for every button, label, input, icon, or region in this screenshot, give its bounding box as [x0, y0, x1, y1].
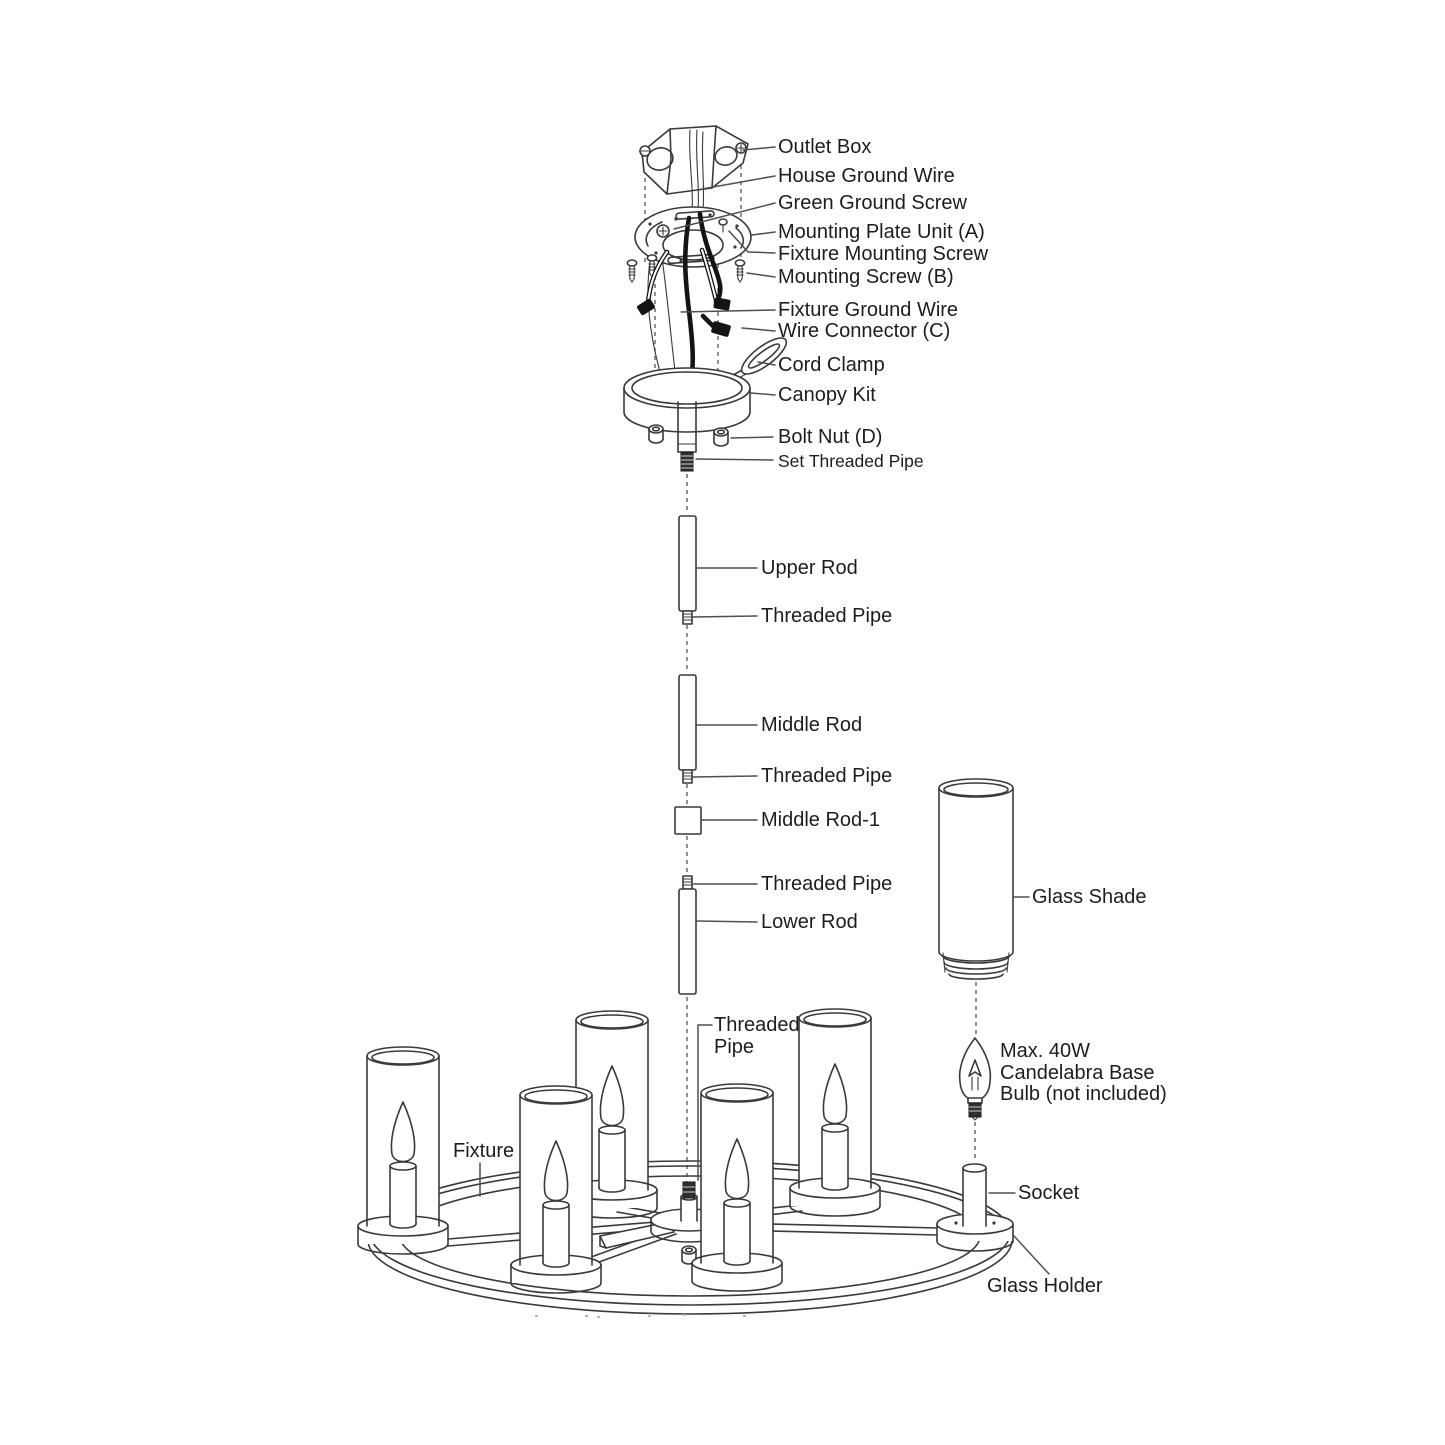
set-threaded-pipe-drawing: [680, 451, 694, 472]
label-threaded-pipe-1: Threaded Pipe: [761, 605, 893, 627]
label-glass-holder: Glass Holder: [987, 1275, 1103, 1297]
label-lower-rod: Lower Rod: [761, 911, 858, 933]
label-fixture: Fixture: [453, 1140, 515, 1162]
label-cord-clamp: Cord Clamp: [778, 354, 885, 376]
label-threaded-pipe-2: Threaded Pipe: [761, 765, 893, 787]
label-middle-rod-1: Middle Rod-1: [761, 809, 880, 831]
label-canopy-kit: Canopy Kit: [778, 384, 876, 406]
label-bolt-nut-d: Bolt Nut (D): [778, 426, 883, 448]
label-fixture-ground-wire: Fixture Ground Wire: [778, 299, 959, 321]
socket-drawing: [962, 1163, 987, 1227]
label-fixture-mounting-screw: Fixture Mounting Screw: [778, 243, 989, 265]
label-mounting-screw-b: Mounting Screw (B): [778, 266, 954, 288]
glass-shade-drawing: [938, 778, 1014, 980]
outlet-box-drawing: [639, 125, 749, 213]
label-socket: Socket: [1018, 1182, 1080, 1204]
label-max-40w-bulb: Max. 40W Candelabra Base Bulb (not inclu…: [1000, 1040, 1167, 1106]
label-upper-rod: Upper Rod: [761, 557, 858, 579]
leader-lines: [479, 146, 1050, 1275]
label-wire-connector-c: Wire Connector (C): [778, 320, 951, 342]
label-middle-rod: Middle Rod: [761, 714, 863, 736]
bulb-drawing: [958, 1037, 992, 1121]
label-threaded-pipe-4: Threaded Pipe: [714, 1014, 800, 1058]
canopy-drawing: [623, 367, 751, 453]
faint-marks: [535, 1314, 746, 1318]
label-glass-shade: Glass Shade: [1032, 886, 1147, 908]
fixture-drawing: [357, 1008, 1014, 1315]
label-green-ground-screw: Green Ground Screw: [778, 192, 967, 214]
label-mounting-plate-unit-a: Mounting Plate Unit (A): [778, 221, 985, 243]
label-house-ground-wire: House Ground Wire: [778, 165, 955, 187]
label-outlet-box: Outlet Box: [778, 136, 872, 158]
rods-drawing: [674, 515, 702, 995]
label-set-threaded-pipe: Set Threaded Pipe: [778, 451, 924, 471]
label-threaded-pipe-3: Threaded Pipe: [761, 873, 893, 895]
mounting-plate-drawing: [634, 206, 752, 268]
